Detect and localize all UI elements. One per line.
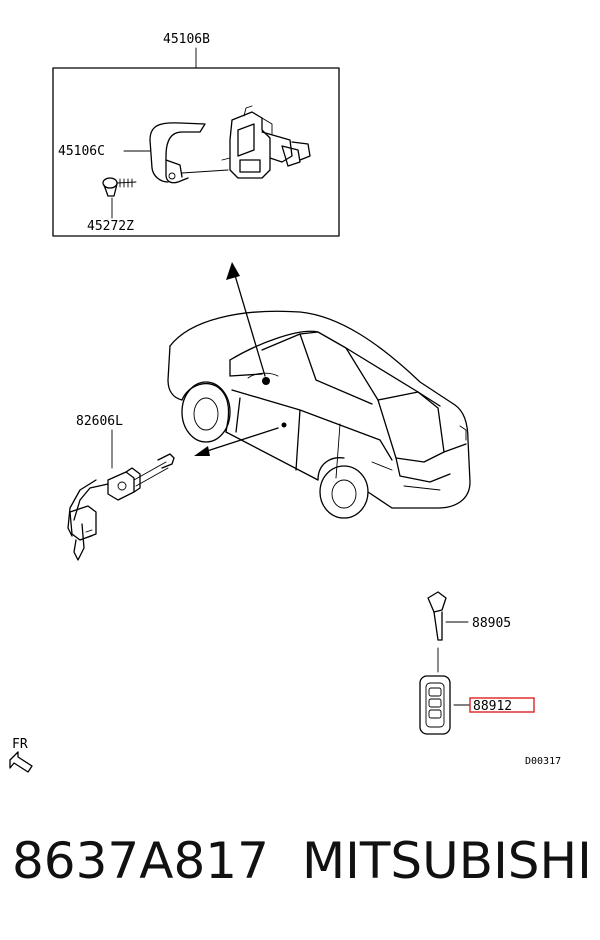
drawing-code: D00317 bbox=[525, 756, 561, 767]
label-45272Z: 45272Z bbox=[87, 219, 134, 234]
ignition-inset: 45106B 4510 bbox=[52, 32, 340, 237]
ignition-lock-body-drawing bbox=[221, 105, 311, 179]
parts-diagram: 45106B 4510 bbox=[9, 32, 561, 773]
highlight-box-88912 bbox=[469, 697, 535, 713]
smart-key-88912: 88912 bbox=[419, 675, 535, 735]
key-blade-88905: 88905 bbox=[427, 591, 511, 673]
housing-45106C-drawing bbox=[149, 122, 229, 184]
label-88905: 88905 bbox=[472, 616, 511, 631]
pointer-arrow-up bbox=[226, 262, 270, 385]
part-number: 8637A817 bbox=[12, 832, 269, 890]
label-88912: 88912 bbox=[473, 699, 512, 714]
vehicle-drawing bbox=[167, 310, 471, 519]
brand-name: MITSUBISHI bbox=[302, 832, 592, 890]
door-lock-82606L: 82606L bbox=[67, 414, 175, 561]
inset-frame bbox=[52, 67, 340, 237]
pointer-arrow-left bbox=[194, 422, 287, 456]
label-45106B: 45106B bbox=[163, 32, 210, 47]
screw-45272Z-drawing bbox=[102, 177, 137, 197]
fr-label: FR bbox=[12, 737, 28, 752]
front-arrow-icon bbox=[9, 751, 33, 773]
front-direction-indicator: FR bbox=[9, 737, 33, 773]
label-45106C: 45106C bbox=[58, 144, 105, 159]
label-82606L: 82606L bbox=[76, 414, 123, 429]
